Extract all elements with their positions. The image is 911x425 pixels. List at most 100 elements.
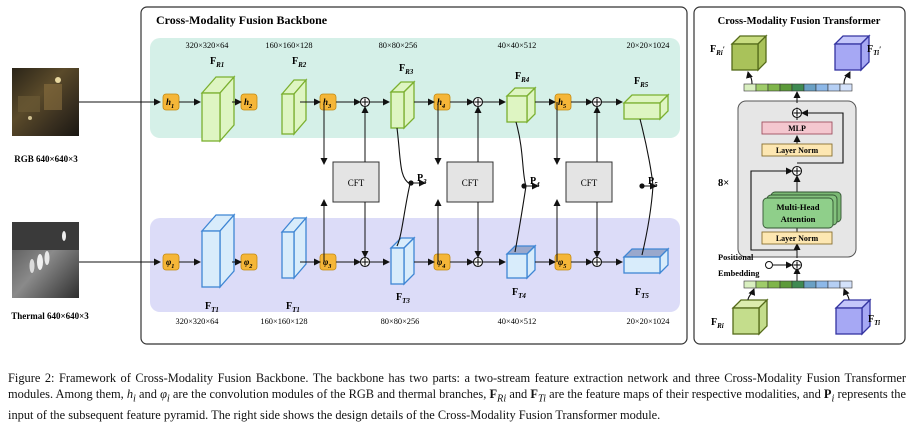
pyramid-output-p4: P4	[530, 176, 540, 189]
input-rgb-label: FRi	[711, 317, 724, 330]
rgb-feature-label-4-sub: R4	[520, 76, 530, 84]
output-rgb-cube	[730, 34, 768, 72]
rgb-module-h4-label-sub: 4	[441, 103, 445, 110]
rgb-input-image	[12, 68, 79, 136]
input-rgb-cube	[731, 298, 769, 336]
thermal-input-image	[12, 222, 79, 298]
output-thermal-label-main: F	[867, 44, 873, 55]
thermal-module-phi4-label: φ4	[437, 257, 445, 270]
thermal-feature-label-5-sub: T5	[641, 292, 649, 300]
thermal-feature-map-5	[622, 247, 670, 275]
output-rgb-label-sub: Ri	[715, 49, 723, 57]
output-thermal-label-sub: Ti	[873, 49, 879, 57]
thermal-dim-5: 20×20×1024	[627, 317, 671, 326]
rgb-module-h3-label: h3	[323, 97, 331, 110]
thermal-module-phi2: φ2	[240, 253, 258, 271]
rgb-feature-label-5-sub: R5	[639, 81, 649, 89]
thermal-feature-label-3-sub: T3	[402, 297, 410, 305]
pos-embed-source	[765, 261, 773, 269]
rgb-feature-label-2: FR2	[292, 56, 307, 69]
cft-label-1: CFT	[348, 178, 365, 188]
rgb-module-h3-label-main: h	[323, 97, 328, 107]
rgb-module-h1-label: h1	[166, 97, 174, 110]
output-rgb-label: FRi′	[710, 44, 725, 57]
thermal-module-phi4-label-main: φ	[437, 257, 442, 267]
rgb-feature-label-1: FR1	[210, 56, 224, 69]
figure-caption: Figure 2: Framework of Cross-Modality Fu…	[8, 370, 906, 423]
mlp-block: MLP	[761, 121, 833, 135]
input-thermal-label: FTi	[868, 314, 880, 327]
thermal-module-phi2-label-sub: 2	[248, 263, 252, 270]
thermal-feature-map-4	[505, 244, 537, 280]
thermal-module-phi1-label: φ1	[166, 257, 174, 270]
caption-p: P	[823, 387, 832, 401]
caption-phi-sub: i	[166, 393, 170, 405]
rgb-feature-map-1	[200, 75, 236, 143]
pyramid-output-p3-sub: 3	[422, 178, 427, 186]
attention-label-2: Attention	[781, 214, 816, 224]
input-token-strip	[743, 280, 853, 289]
layer-norm-top: Layer Norm	[761, 143, 833, 157]
pyramid-output-p4-main: P	[530, 176, 536, 187]
thermal-module-phi1-label-main: φ	[166, 257, 171, 267]
thermal-feature-label-5: FT5	[635, 287, 649, 300]
rgb-add-2	[472, 96, 484, 108]
rgb-feature-label-3: FR3	[399, 63, 414, 76]
rgb-module-h1: h1	[162, 93, 180, 111]
rgb-feature-label-4: FR4	[515, 71, 530, 84]
thermal-dim-2: 160×160×128	[260, 317, 307, 326]
pos-embed-label-1: Positional	[718, 253, 754, 262]
rgb-feature-label-3-main: F	[399, 63, 405, 74]
cft-block-2: CFT	[446, 161, 494, 203]
thermal-feature-label-1-main: F	[205, 301, 211, 312]
caption-h: h	[126, 387, 134, 401]
thermal-feature-map-2	[280, 216, 308, 280]
thermal-module-phi2-label: φ2	[244, 257, 252, 270]
cft-block-1: CFT	[332, 161, 380, 203]
thermal-module-phi3-label-sub: 3	[327, 263, 331, 270]
thermal-feature-label-4-sub: T4	[518, 292, 526, 300]
thermal-add-2	[472, 256, 484, 268]
pyramid-output-p5-sub: 5	[654, 181, 658, 189]
rgb-feature-label-5: FR5	[634, 76, 649, 89]
thermal-module-phi3: φ3	[319, 253, 337, 271]
caption-p-sub: i	[831, 393, 835, 405]
caption-ft-sub: Ti	[537, 393, 546, 405]
rgb-module-h1-label-sub: 1	[171, 103, 174, 110]
thermal-add-3	[591, 256, 603, 268]
caption-ft: F	[530, 387, 538, 401]
rgb-feature-label-5-main: F	[634, 76, 640, 87]
rgb-dim-3: 80×80×256	[379, 41, 418, 50]
output-token-strip	[743, 83, 853, 92]
layer-norm-bottom: Layer Norm	[761, 231, 833, 245]
output-thermal-cube	[833, 34, 871, 72]
caption-phi: φ	[160, 387, 167, 401]
rgb-module-h5-label: h5	[558, 97, 566, 110]
backbone-title: Cross-Modality Fusion Backbone	[156, 13, 328, 27]
output-rgb-label-main: F	[710, 44, 716, 55]
input-thermal-label-sub: Ti	[874, 319, 880, 327]
thermal-feature-map-3	[389, 236, 416, 286]
thermal-feature-label-5-main: F	[635, 287, 641, 298]
rgb-feature-map-3	[389, 80, 416, 130]
rgb-module-h5-label-main: h	[558, 97, 563, 107]
thermal-dim-3: 80×80×256	[381, 317, 420, 326]
thermal-feature-label-2-main: F	[286, 301, 292, 312]
thermal-feature-label-2: FT1	[286, 301, 300, 314]
layer-norm-bottom-label: Layer Norm	[776, 234, 819, 243]
rgb-module-h1-label-main: h	[166, 97, 171, 107]
framework-figure: RGB 640×640×3 Thermal 640×640×3 Cross-Mo…	[11, 6, 906, 345]
caption-and1: and	[135, 387, 161, 401]
rgb-module-h3-label-sub: 3	[327, 103, 331, 110]
thermal-dim-1: 320×320×64	[176, 317, 220, 326]
cft-label-3: CFT	[581, 178, 598, 188]
rgb-module-h2-label-main: h	[244, 97, 249, 107]
rgb-dim-5: 20×20×1024	[627, 41, 671, 50]
pyramid-output-p5-main: P	[648, 176, 654, 187]
rgb-feature-label-2-main: F	[292, 56, 298, 67]
thermal-feature-label-4: FT4	[512, 287, 526, 300]
thermal-feature-label-1: FT1	[205, 301, 219, 314]
rgb-module-h3: h3	[319, 93, 337, 111]
caption-mid1: are the convolution modules of the RGB a…	[169, 387, 490, 401]
